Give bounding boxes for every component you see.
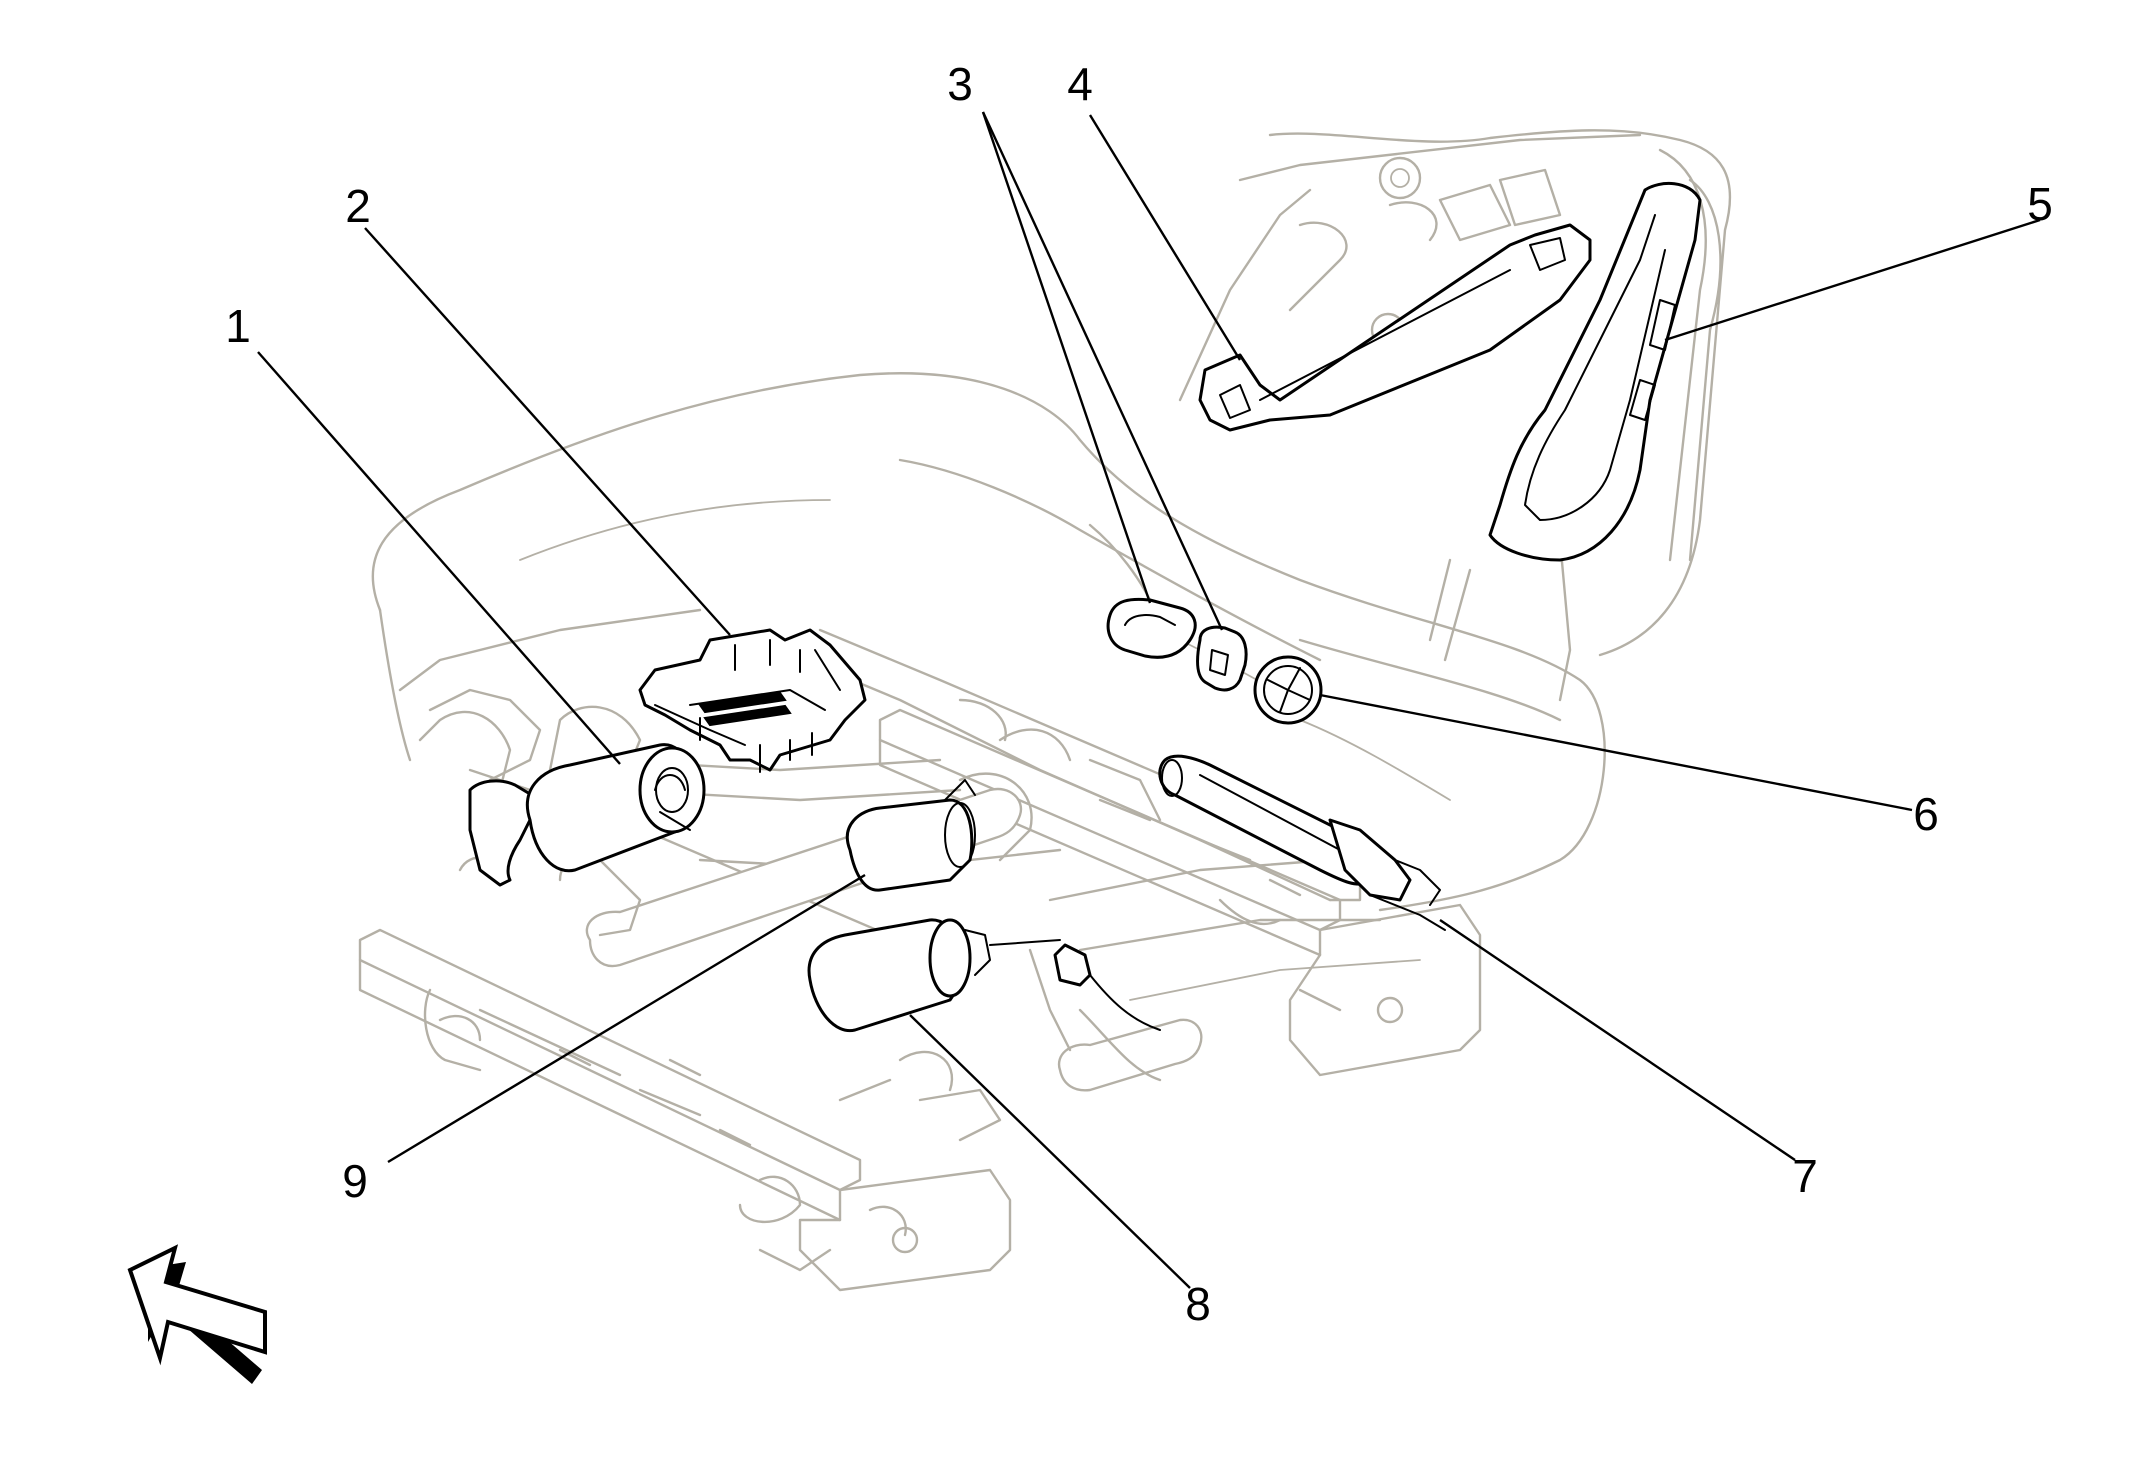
seatback-frame: [1178, 129, 1732, 702]
leader-3a: [981, 111, 1152, 604]
callout-6: 6: [1913, 788, 1939, 840]
leader-6: [1319, 693, 1913, 812]
callout-7: 7: [1792, 1150, 1818, 1202]
leader-lines: [257, 111, 2041, 1289]
forward-arrow-icon: [127, 1244, 267, 1384]
callout-8: 8: [1185, 1278, 1211, 1330]
lower-track-right: [878, 708, 1482, 1077]
callout-2: 2: [345, 180, 371, 232]
leader-5: [1664, 218, 2041, 342]
part-5-seatback-side-cover[interactable]: [1488, 181, 1702, 562]
part-3-seat-adjuster-switches[interactable]: [1106, 597, 1248, 692]
leader-3b: [981, 111, 1224, 631]
part-9-rear-vertical-motor[interactable]: [845, 779, 976, 892]
leader-4: [1088, 114, 1242, 361]
lower-track-left: [358, 928, 1012, 1292]
callout-3: 3: [947, 58, 973, 110]
part-1-front-vertical-motor[interactable]: [468, 743, 706, 887]
leader-9: [387, 873, 866, 1164]
callout-numbers: 1 2 3 4 5 6 7 8 9: [225, 58, 2053, 1330]
part-8-horizontal-motor[interactable]: [807, 918, 1161, 1033]
leader-8: [909, 1014, 1191, 1289]
highlighted-components: [468, 181, 1702, 1033]
part-2-memory-seat-module[interactable]: [638, 628, 867, 773]
leader-1: [257, 351, 621, 765]
callout-9: 9: [342, 1155, 368, 1207]
callout-1: 1: [225, 300, 251, 352]
part-6-lumbar-switch[interactable]: [1253, 655, 1323, 725]
part-7-tilt-actuator[interactable]: [1158, 754, 1446, 931]
leader-2: [364, 227, 731, 636]
part-4-seatback-panel[interactable]: [1198, 223, 1592, 432]
callout-4: 4: [1067, 58, 1093, 110]
callout-5: 5: [2027, 178, 2053, 230]
wiring-harness: [1078, 898, 1282, 1082]
leader-7: [1439, 919, 1796, 1161]
